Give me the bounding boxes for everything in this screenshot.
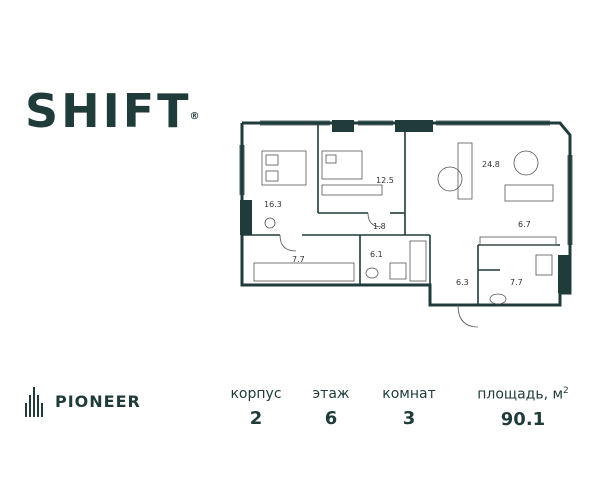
registered-mark: ® (189, 111, 203, 122)
pioneer-name: PIONEER (55, 391, 141, 411)
furniture (253, 142, 557, 328)
stat-area-value: 90.1 (500, 408, 546, 430)
outer-walls (240, 121, 572, 307)
stat-building-label: корпус (230, 386, 282, 402)
apartment-stats: корпус 2 этаж 6 комнат 3 площадь, м2 90.… (0, 386, 600, 436)
stat-area-label-wrap: площадь, м2 (470, 386, 576, 403)
room-area-corridor: 1.8 (373, 222, 386, 231)
room-area-hall: 6.3 (456, 278, 469, 287)
stat-floor-label: этаж (312, 386, 350, 402)
stat-floor: этаж 6 (306, 386, 356, 429)
stat-area-unit-sup: 2 (563, 386, 569, 396)
room-area-bedroom-large: 16.3 (264, 200, 282, 209)
floor-plan-drawing: 16.3 12.5 24.8 6.7 1.8 7.7 6.1 6.3 7.7 (239, 120, 573, 328)
shift-logo: SHIFT® (25, 88, 205, 134)
room-area-wardrobe: 7.7 (292, 255, 305, 264)
stat-rooms: комнат 3 (374, 386, 444, 429)
stat-rooms-value: 3 (402, 408, 416, 429)
room-area-bedroom-small: 12.5 (376, 176, 394, 185)
room-area-kitchen: 6.7 (518, 220, 531, 229)
windows (239, 120, 573, 245)
stat-floor-value: 6 (324, 408, 338, 429)
stat-area: площадь, м2 90.1 (470, 386, 576, 430)
stat-area-label: площадь, м (477, 386, 564, 403)
pioneer-brand: PIONEER (25, 385, 141, 417)
room-area-bathroom-2: 7.7 (510, 278, 523, 287)
stat-building-value: 2 (249, 408, 263, 429)
room-area-living: 24.8 (482, 160, 500, 169)
room-area-bathroom-1: 6.1 (370, 250, 383, 259)
stat-building: корпус 2 (226, 386, 286, 429)
pioneer-logo-icon (25, 385, 45, 417)
stat-rooms-label: комнат (382, 386, 436, 402)
floor-plan: 16.3 12.5 24.8 6.7 1.8 7.7 6.1 6.3 7.7 (230, 115, 580, 345)
shift-logo-text: SHIFT (25, 84, 192, 138)
